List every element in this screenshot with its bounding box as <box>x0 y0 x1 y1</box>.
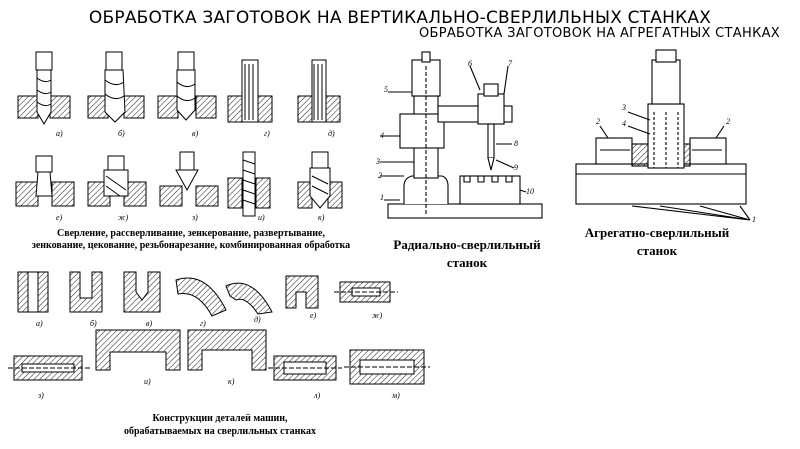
radial-callout-2: 2 <box>378 171 382 180</box>
operation-countersinking <box>157 51 217 121</box>
aggregate-caption-line1: Агрегатно-сверлильный <box>584 225 730 240</box>
machine-parts-figure <box>8 271 430 385</box>
parts-labels: а) б) в) г) д) е) ж) з) и) к) л) м) <box>36 311 400 400</box>
aggregate-callout-4: 4 <box>622 119 626 128</box>
part-label-m: м) <box>391 391 400 400</box>
part-label-i: и) <box>144 377 151 386</box>
radial-callout-7: 7 <box>508 59 513 68</box>
aggregate-callout-2-left: 2 <box>596 117 600 126</box>
operation-reaming <box>227 59 273 123</box>
operations-caption-line2: зенкование, цекование, резьбонарезание, … <box>31 240 351 251</box>
aggregate-callout-3: 3 <box>621 103 626 112</box>
part-i <box>95 329 181 371</box>
op-label-k: к) <box>318 213 325 222</box>
part-z <box>8 355 90 381</box>
operation-drilling <box>17 51 71 125</box>
op-label-a: а) <box>56 129 63 138</box>
part-d <box>225 282 273 315</box>
part-label-z: з) <box>37 391 44 400</box>
radial-callout-8: 8 <box>514 139 518 148</box>
op-label-d: д) <box>328 129 335 138</box>
part-a <box>17 271 49 313</box>
operation-chamfering <box>159 151 219 207</box>
radial-callouts: 1 2 3 4 5 6 7 8 9 10 <box>375 59 534 202</box>
op-label-zh: ж) <box>118 213 128 222</box>
part-label-b: б) <box>90 319 97 328</box>
radial-drilling-machine-figure <box>380 51 543 219</box>
radial-callout-5: 5 <box>384 85 388 94</box>
op-label-e: е) <box>56 213 63 222</box>
operation-counterboring <box>15 155 75 207</box>
radial-callout-10: 10 <box>526 187 534 196</box>
parts-caption-line2: обрабатываемых на сверлильных станках <box>123 426 317 437</box>
part-label-v: в) <box>146 319 152 328</box>
operation-threading <box>297 59 341 123</box>
part-g <box>175 277 227 317</box>
part-label-a: а) <box>36 319 43 328</box>
operation-reaming-out <box>87 51 145 123</box>
part-label-l: л) <box>313 391 320 400</box>
drilling-operations-figure <box>15 51 343 217</box>
op-label-v: в) <box>192 129 198 138</box>
radial-callout-1: 1 <box>380 193 384 202</box>
aggregate-callouts: 1 2 2 3 4 <box>596 103 756 224</box>
op-label-z: з) <box>191 213 198 222</box>
radial-caption-line1: Радиально-сверлильный <box>393 237 541 252</box>
parts-caption: Конструкции деталей машин, обрабатываемы… <box>70 412 370 438</box>
radial-callout-9: 9 <box>514 163 518 172</box>
part-label-g: г) <box>200 319 206 328</box>
operations-caption: Сверление, рассверливание, зенкерование,… <box>4 228 378 252</box>
aggregate-callout-2-right: 2 <box>726 117 730 126</box>
radial-machine-caption: Радиально-сверлильный станок <box>380 236 554 272</box>
part-label-d: д) <box>254 315 261 324</box>
part-v <box>123 271 161 313</box>
aggregate-machine-caption: Агрегатно-сверлильный станок <box>566 224 748 260</box>
operation-spot-facing <box>87 155 147 207</box>
radial-callout-3: 3 <box>375 157 380 166</box>
aggregate-callout-1: 1 <box>752 215 756 224</box>
aggregate-drilling-machine-figure <box>575 49 751 221</box>
operations-caption-line1: Сверление, рассверливание, зенкерование,… <box>57 228 325 239</box>
part-zh <box>334 281 398 303</box>
page-title: ОБРАБОТКА ЗАГОТОВОК НА ВЕРТИКАЛЬНО-СВЕРЛ… <box>88 8 712 28</box>
op-label-b: б) <box>118 129 125 138</box>
op-label-i: и) <box>258 213 265 222</box>
radial-callout-6: 6 <box>468 59 472 68</box>
part-label-k: к) <box>228 377 235 386</box>
part-label-zh: ж) <box>372 311 382 320</box>
aggregate-caption-line2: станок <box>636 243 678 258</box>
parts-caption-line1: Конструкции деталей машин, <box>152 413 288 424</box>
operation-combined-tapping <box>227 151 271 217</box>
part-b <box>69 271 103 313</box>
operations-labels: а) б) в) г) д) е) ж) з) и) к) <box>56 129 335 222</box>
part-label-e: е) <box>310 311 317 320</box>
radial-callout-4: 4 <box>380 131 384 140</box>
page-subtitle: ОБРАБОТКА ЗАГОТОВОК НА АГРЕГАТНЫХ СТАНКА… <box>418 26 780 41</box>
part-l <box>268 355 342 381</box>
part-k <box>187 329 267 371</box>
operation-combined-tool <box>297 151 343 209</box>
part-e <box>285 275 319 309</box>
radial-caption-line2: станок <box>446 255 488 270</box>
op-label-g: г) <box>264 129 270 138</box>
part-m <box>344 349 430 385</box>
